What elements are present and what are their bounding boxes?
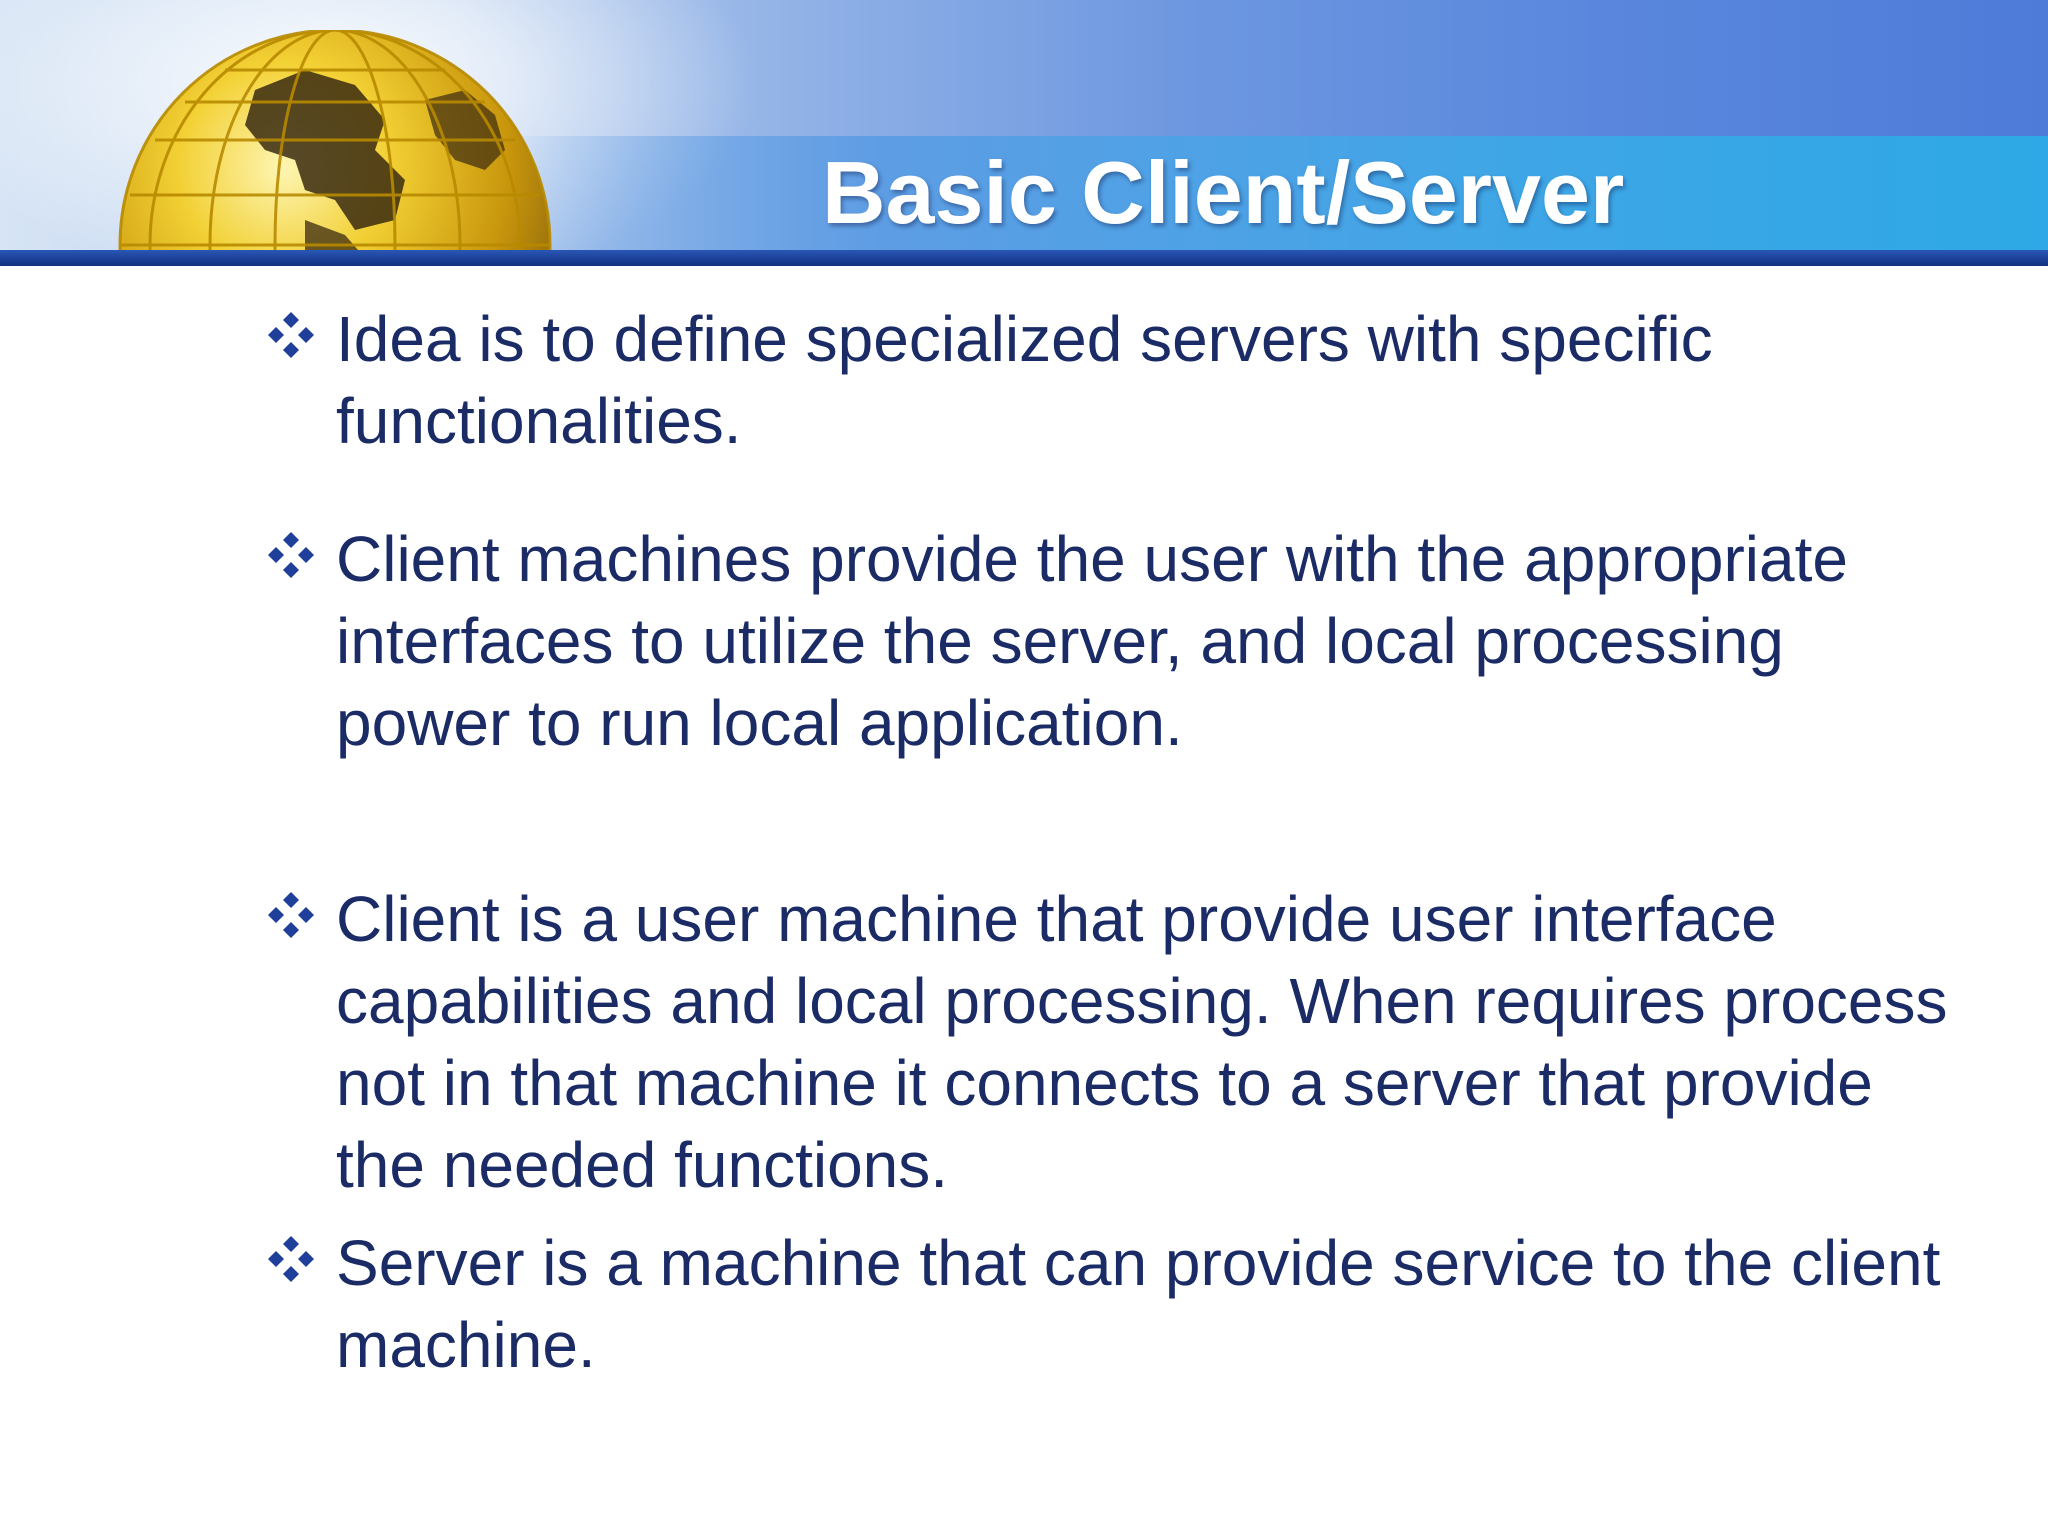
four-diamond-bullet-icon xyxy=(268,892,314,938)
banner-divider xyxy=(0,250,2048,266)
four-diamond-bullet-icon xyxy=(268,312,314,358)
header-banner: Basic Client/Server xyxy=(0,0,2048,250)
bullet-list: Idea is to define specialized servers wi… xyxy=(260,0,1960,1536)
four-diamond-bullet-icon xyxy=(268,1236,314,1282)
title-band xyxy=(500,136,2048,250)
bullet-text: Idea is to define specialized servers wi… xyxy=(336,303,1713,457)
four-diamond-bullet-icon xyxy=(268,532,314,578)
bullet-text: Server is a machine that can provide ser… xyxy=(336,1227,1941,1381)
bullet-text: Client is a user machine that provide us… xyxy=(336,883,1948,1201)
bullet-text: Client machines provide the user with th… xyxy=(336,523,1848,759)
slide-title: Basic Client/Server xyxy=(822,143,1625,242)
globe-icon xyxy=(105,30,565,250)
